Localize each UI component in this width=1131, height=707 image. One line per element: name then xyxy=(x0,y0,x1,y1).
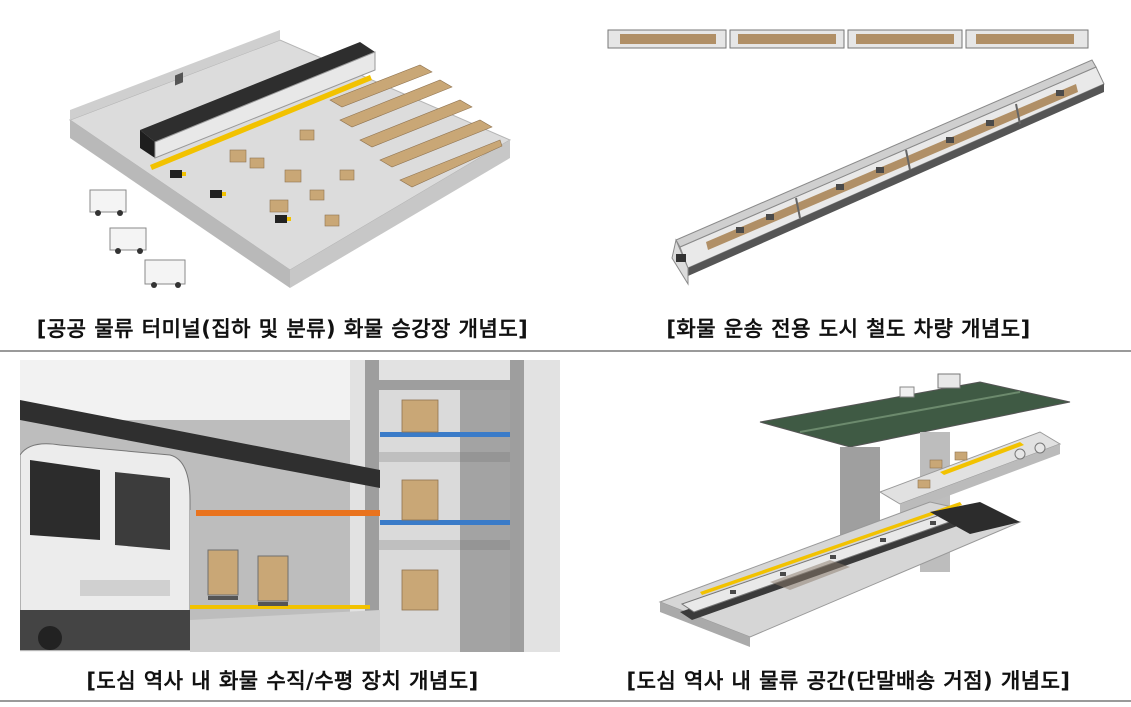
logistics-terminal-illustration xyxy=(68,30,512,288)
freight-train-illustration xyxy=(607,29,1105,286)
figure-caption-logistics-space: [도심 역사 내 물류 공간(단말배송 거점) 개념도] xyxy=(626,669,1071,693)
figure-logistics-space xyxy=(600,362,1110,652)
figure-freight-train xyxy=(596,22,1111,297)
figure-caption-logistics-terminal: [공공 물류 터미널(집하 및 분류) 화물 승강장 개념도] xyxy=(36,317,529,341)
figure-vertical-horizontal-device xyxy=(20,360,560,652)
divider-middle xyxy=(0,350,1131,352)
divider-bottom xyxy=(0,700,1131,702)
logistics-space-illustration xyxy=(658,373,1071,647)
figure-caption-freight-train: [화물 운송 전용 도시 철도 차량 개념도] xyxy=(666,317,1031,341)
figure-logistics-terminal xyxy=(40,30,520,295)
figure-caption-vertical-horizontal-device: [도심 역사 내 화물 수직/수평 장치 개념도] xyxy=(86,669,479,693)
vertical-horizontal-device-illustration xyxy=(20,360,560,652)
